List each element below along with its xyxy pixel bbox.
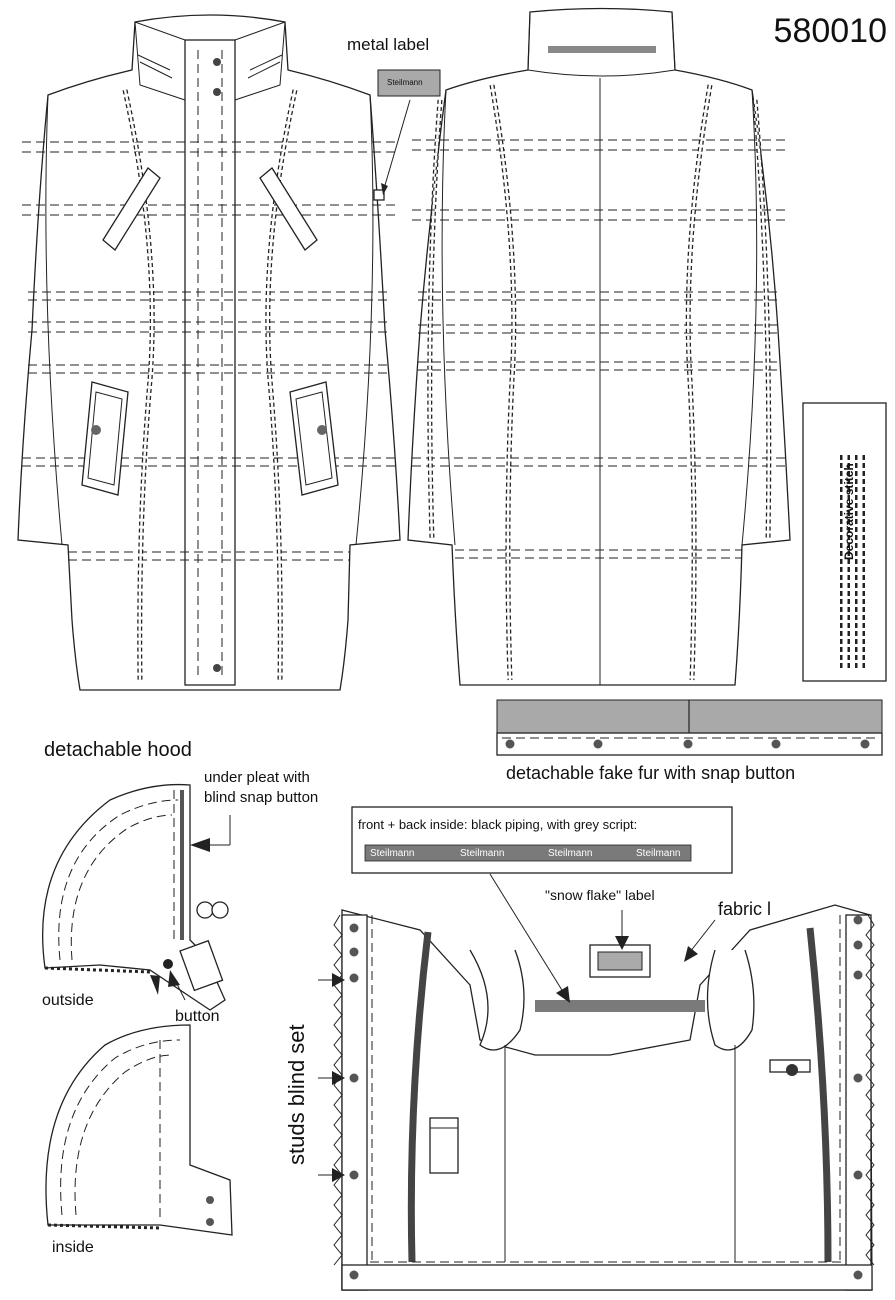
piping-word: Steilmann <box>548 848 593 859</box>
front-placket <box>184 39 236 686</box>
detachable-hood-title: detachable hood <box>44 739 192 761</box>
piping-note-text: front + back inside: black piping, with … <box>358 817 638 832</box>
chest-pocket-flap-right <box>259 167 318 251</box>
piping-word: Steilmann <box>636 848 681 859</box>
under-pleat-caption: under pleat with blind snap button <box>204 769 319 806</box>
chest-pocket-flap-left <box>102 167 161 251</box>
outside-caption: outside <box>42 992 94 1009</box>
studs-caption: studs blind set <box>284 1024 309 1165</box>
piping-word: Steilmann <box>370 848 415 859</box>
fake-fur-caption: detachable fake fur with snap button <box>506 763 796 783</box>
lower-pocket-right <box>289 381 339 496</box>
style-code: 580010 <box>773 12 887 50</box>
fake-fur-strip <box>496 699 883 756</box>
piping-word: Steilmann <box>460 848 505 859</box>
snap-button <box>213 58 221 66</box>
metal-label-caption: metal label <box>347 35 430 54</box>
button-caption: button <box>175 1008 220 1025</box>
metal-label-plaque <box>377 69 441 97</box>
snap-button <box>213 664 221 672</box>
back-coat-view <box>407 7 791 686</box>
piping-note-box <box>351 806 733 874</box>
snow-flake-caption: "snow flake" label <box>545 887 655 903</box>
snap-button <box>213 88 221 96</box>
hood-outside <box>42 783 231 1011</box>
metal-label-text: Steilmann <box>387 78 423 87</box>
inside-coat-view <box>318 873 875 1291</box>
decorative-stitch-caption: Decorative stitch <box>842 463 856 560</box>
fabric-label-caption: fabric l <box>718 899 772 919</box>
back-coat-outline <box>407 7 791 686</box>
inside-caption: inside <box>52 1239 94 1256</box>
lower-pocket-left <box>81 381 129 496</box>
front-coat-view <box>17 14 441 691</box>
hood-inside <box>45 1024 233 1236</box>
decorative-stitch-swatch <box>802 402 887 682</box>
